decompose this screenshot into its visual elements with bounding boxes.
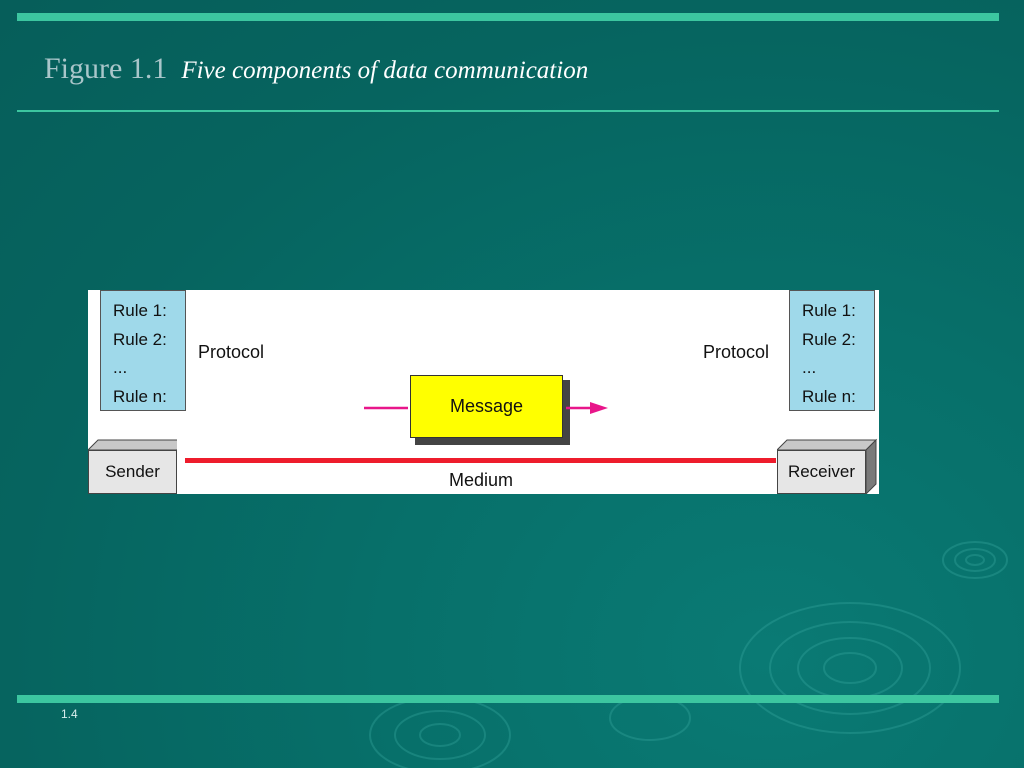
receiver-box-icon <box>777 438 878 494</box>
message-outgoing-arrow <box>566 402 608 414</box>
figure-label: Figure 1.1 <box>44 52 168 85</box>
sender-device: Sender <box>88 430 177 494</box>
receiver-rule-n: Rule n: <box>802 386 856 406</box>
sender-rule-ellipsis: ... <box>113 358 128 377</box>
title-underline <box>17 110 999 112</box>
receiver-label: Receiver <box>787 462 856 481</box>
medium-line <box>185 458 776 463</box>
message-label: Message <box>449 396 524 416</box>
sender-protocol-rules: Rule 1: Rule 2: ... Rule n: <box>100 290 186 411</box>
communication-diagram: Rule 1: Rule 2: ... Rule n: Protocol Rul… <box>88 290 879 494</box>
receiver-rule-2: Rule 2: <box>802 329 856 349</box>
sender-label: Sender <box>105 462 160 481</box>
receiver-rule-ellipsis: ... <box>802 358 817 377</box>
medium-label: Medium <box>449 470 514 490</box>
bottom-accent-bar <box>17 695 999 703</box>
slide-number: 1.4 <box>61 707 78 721</box>
message-incoming-arrow <box>364 406 408 410</box>
slide-title: Figure 1.1 Five components of data commun… <box>44 52 588 86</box>
figure-caption: Five components of data communication <box>181 57 589 84</box>
sender-box-icon <box>88 439 177 494</box>
sender-rule-n: Rule n: <box>113 386 167 406</box>
message-box: Message <box>410 375 563 438</box>
receiver-device: Receiver <box>777 430 878 494</box>
sender-rule-1: Rule 1: <box>113 301 167 320</box>
receiver-protocol-rules: Rule 1: Rule 2: ... Rule n: <box>789 290 875 411</box>
sender-rule-2: Rule 2: <box>113 329 167 349</box>
sender-protocol-label: Protocol <box>198 342 265 362</box>
receiver-protocol-label: Protocol <box>703 342 770 362</box>
top-accent-bar <box>17 13 999 21</box>
receiver-rule-1: Rule 1: <box>802 301 856 320</box>
